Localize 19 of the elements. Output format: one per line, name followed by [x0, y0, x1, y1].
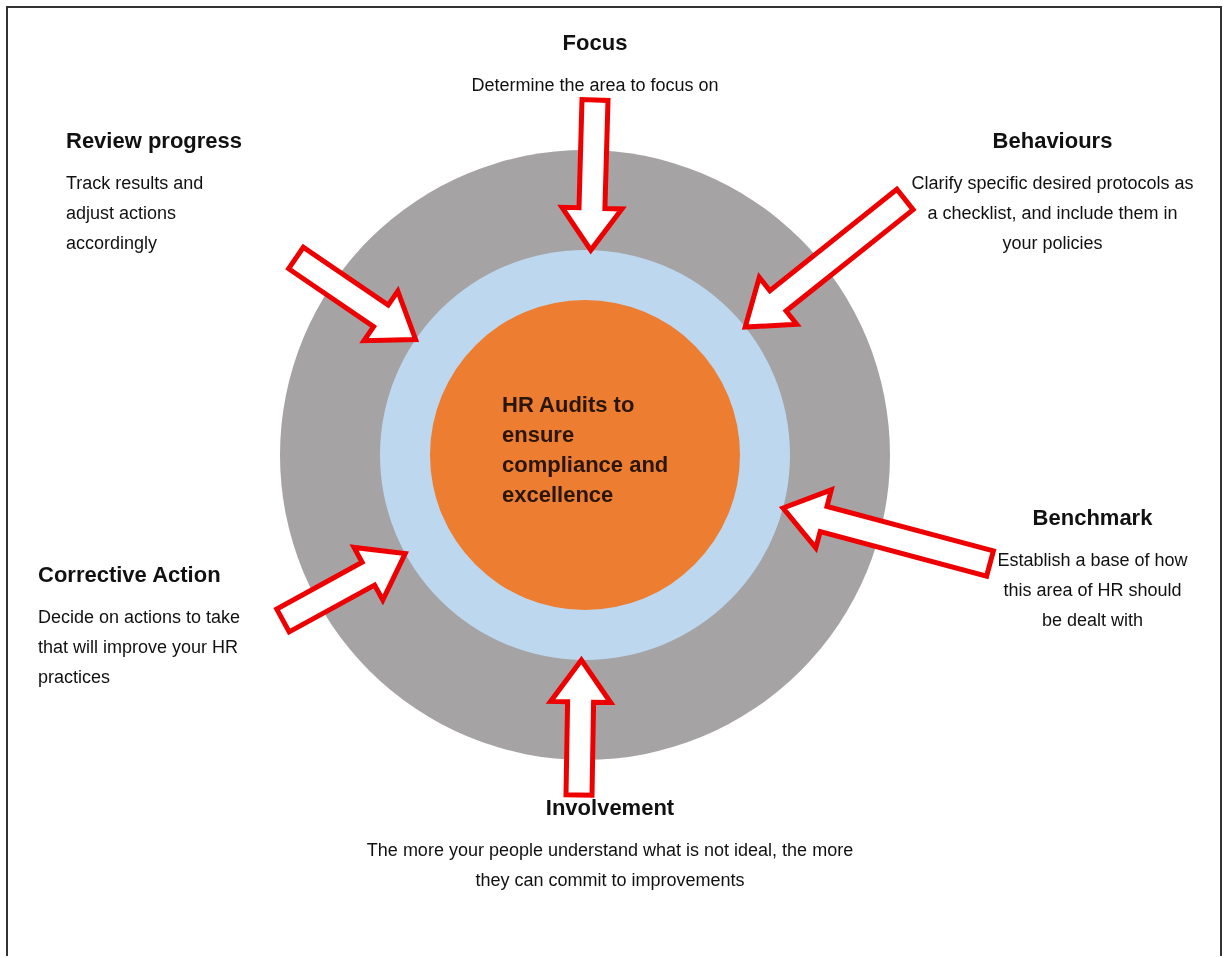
step-heading: Behaviours	[991, 128, 1114, 154]
center-label: HR Audits to ensure compliance and excellence	[502, 391, 670, 509]
step-description: Determine the area to focus on	[470, 74, 720, 97]
block-arrow	[545, 655, 616, 798]
step-heading: Focus	[561, 30, 629, 56]
block-arrow	[741, 185, 917, 330]
step-description: Establish a base of how this area of HR should be dealt with	[996, 549, 1189, 632]
step-description: Clarify specific desired protocols as a checklist, and include them in your policies	[910, 172, 1195, 255]
step-description: Track results and adjust actions accordingly	[66, 172, 205, 255]
block-arrow	[273, 544, 409, 636]
block-arrow	[285, 243, 420, 344]
block-arrow	[778, 485, 997, 580]
step-heading: Review progress	[66, 128, 244, 154]
step-description: The more your people understand what is not ideal, the more they can commit to improvements	[365, 839, 855, 892]
block-arrow	[557, 97, 627, 255]
step-description: Decide on actions to take that will improve your HR practices	[38, 606, 242, 689]
step-heading: Benchmark	[1031, 505, 1154, 531]
step-heading: Corrective Action	[38, 562, 222, 588]
step-heading: Involvement	[544, 795, 676, 821]
